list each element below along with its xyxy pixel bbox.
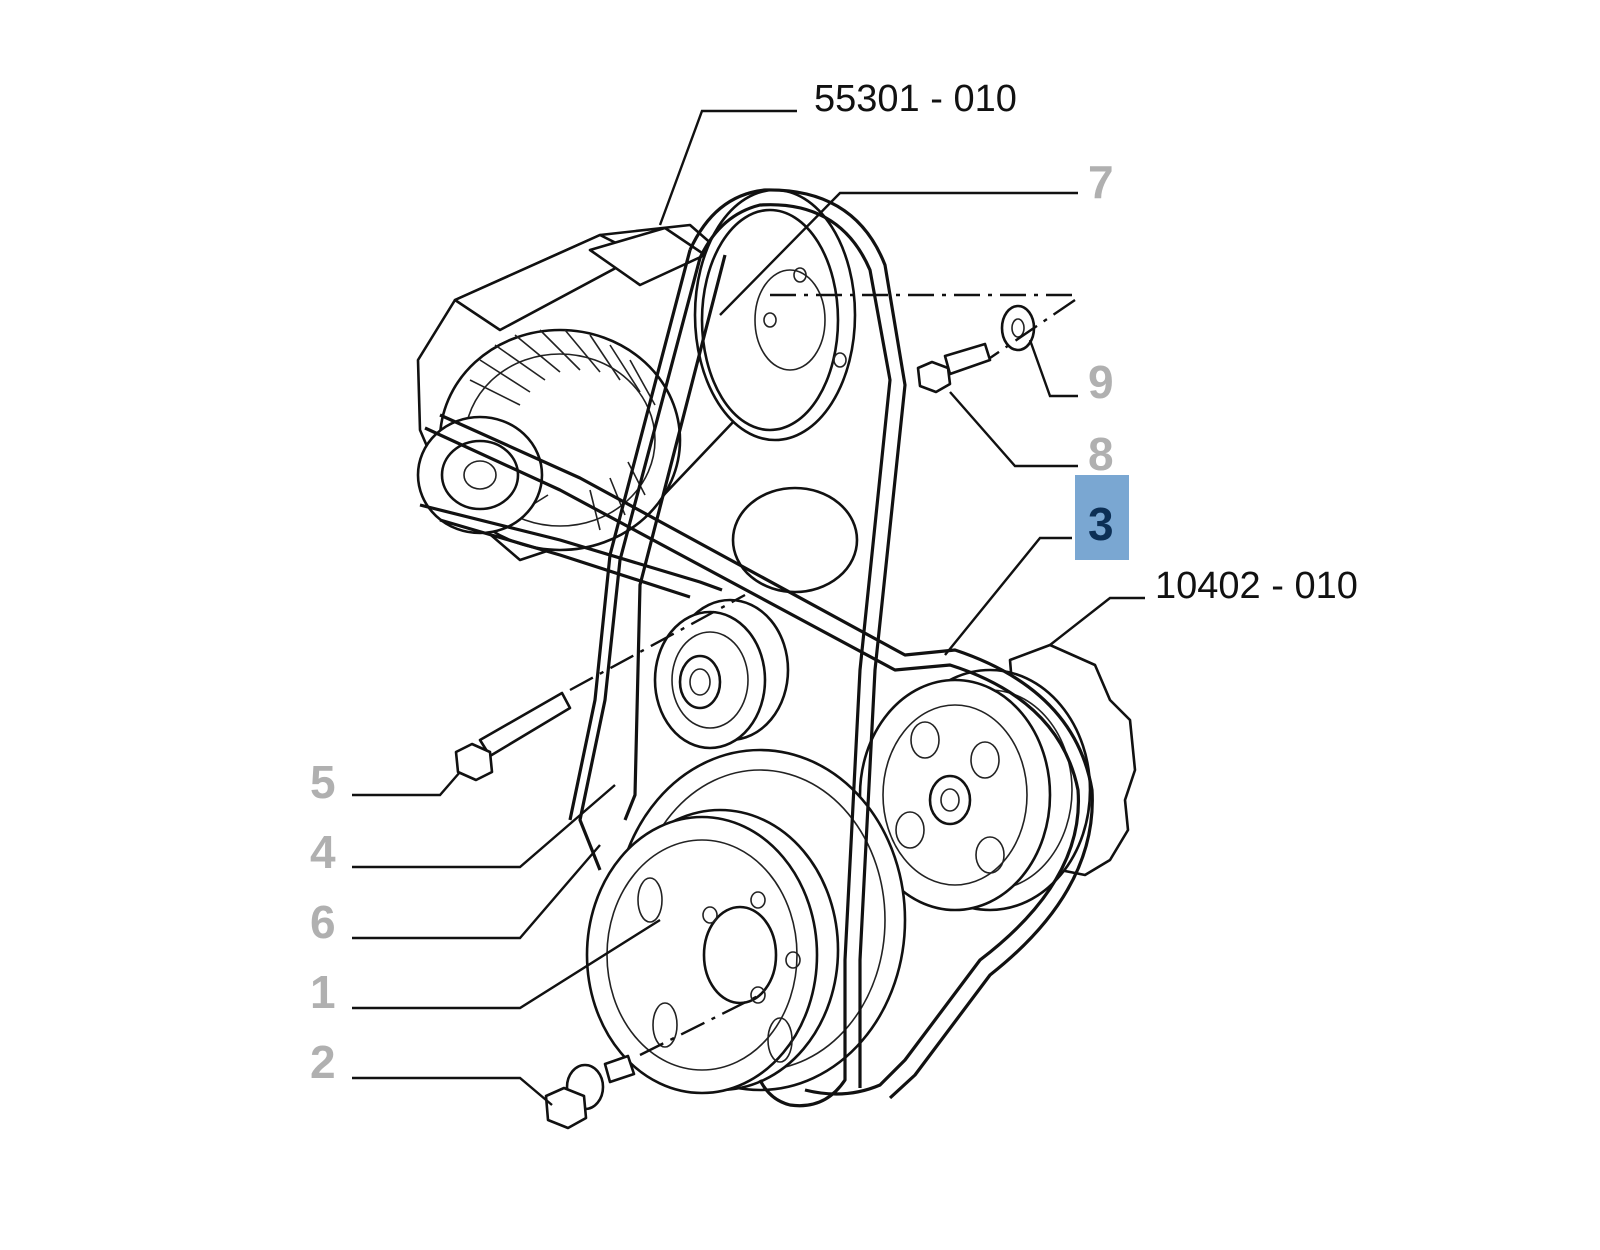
- bolt-part-2: [544, 1054, 636, 1130]
- highlight-box: [1075, 475, 1129, 560]
- alternator: [416, 223, 737, 562]
- callout-2[interactable]: 2: [310, 1036, 336, 1088]
- bolt-part-8: [916, 342, 992, 394]
- callout-1[interactable]: 1: [310, 966, 336, 1018]
- callout-10402-010[interactable]: 10402 - 010: [1155, 565, 1358, 607]
- callout-6[interactable]: 6: [310, 896, 336, 948]
- belts: [419, 188, 1094, 1108]
- compressor: [858, 643, 1137, 912]
- callout-4[interactable]: 4: [310, 826, 336, 878]
- callout-5[interactable]: 5: [310, 756, 336, 808]
- callout-55301-010[interactable]: 55301 - 010: [814, 78, 1017, 120]
- bolt-part-5: [454, 691, 572, 782]
- center-axes: [569, 293, 1076, 1057]
- callout-3[interactable]: 3: [1088, 498, 1114, 550]
- callout-7[interactable]: 7: [1088, 156, 1114, 208]
- callout-9[interactable]: 9: [1088, 356, 1114, 408]
- washer-part-9: [1000, 304, 1036, 352]
- tensioner-pulley: [653, 486, 859, 750]
- leader-lines: [352, 109, 1145, 1106]
- callout-8[interactable]: 8: [1088, 428, 1114, 480]
- crankshaft-pulley: [585, 748, 907, 1095]
